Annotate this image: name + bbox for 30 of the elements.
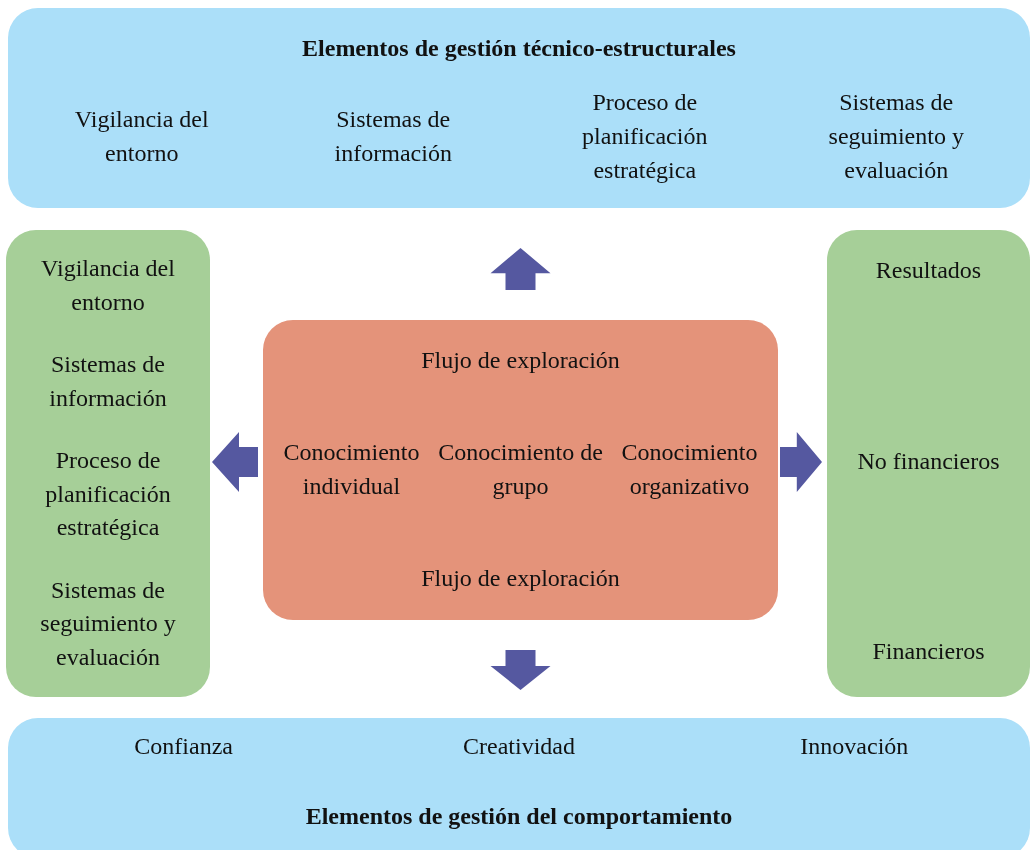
- item-text: Proceso de planificación estratégica: [44, 446, 172, 543]
- knowledge-text: Conocimiento organizativo: [620, 438, 759, 501]
- side-panel: [827, 230, 1030, 697]
- item-text: Sistemas de seguimiento y evaluación: [827, 88, 965, 185]
- block-arrow: [780, 432, 822, 492]
- item-text: Vigilancia del entorno: [73, 105, 210, 168]
- item-text: Sistemas de información: [48, 350, 168, 413]
- item-text: Vigilancia del entorno: [40, 254, 176, 317]
- band-title: Elementos de gestión del comportamiento: [304, 802, 734, 832]
- result-text: Resultados: [874, 256, 983, 285]
- block-arrow: [490, 248, 551, 290]
- item-text: Innovación: [799, 732, 910, 761]
- band-title: Elementos de gestión técnico-estructurales: [301, 34, 737, 63]
- result-text: No financieros: [856, 446, 1001, 476]
- item-text: Proceso de planificación estratégica: [581, 88, 709, 185]
- knowledge-text: Conocimiento individual: [282, 438, 421, 501]
- item-text: Sistemas de información: [333, 105, 453, 168]
- block-arrow: [212, 432, 258, 492]
- item-text: Confianza: [133, 732, 234, 761]
- result-text: Financieros: [871, 637, 986, 667]
- item-text: Sistemas de seguimiento y evaluación: [39, 575, 177, 672]
- central-box: [263, 320, 778, 620]
- band-panel: [8, 8, 1030, 208]
- block-arrow: [490, 650, 551, 690]
- item-text: Creatividad: [462, 732, 576, 761]
- side-panel: [6, 230, 210, 697]
- flow-text: Flujo de exploración: [420, 346, 621, 375]
- knowledge-text: Conocimiento de grupo: [438, 438, 603, 501]
- flow-text: Flujo de exploración: [420, 564, 621, 594]
- band-panel: [8, 718, 1030, 850]
